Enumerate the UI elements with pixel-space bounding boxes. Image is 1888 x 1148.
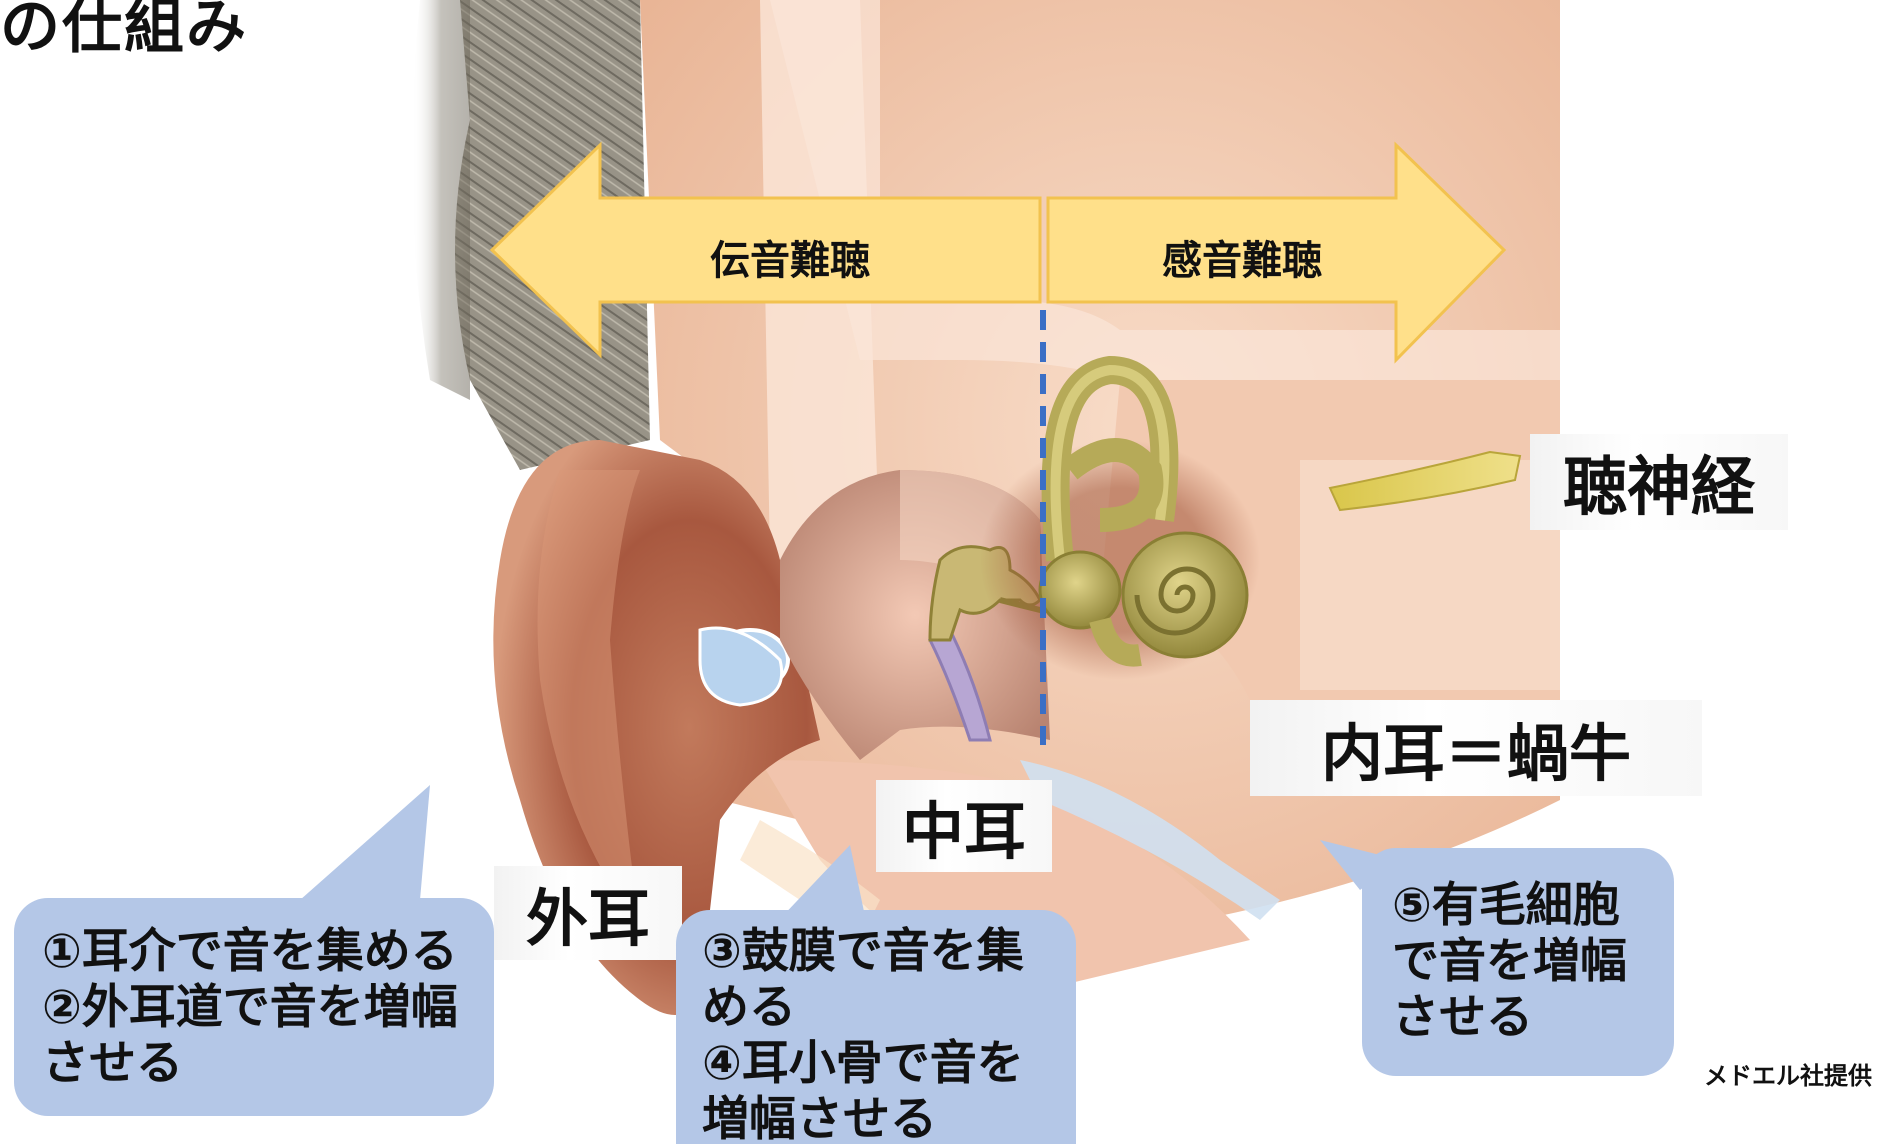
middle-ear-bubble-line: ③鼓膜で音を集 [702, 924, 1050, 980]
outer-ear-bubble-line: させる [42, 1036, 466, 1092]
middle-ear-bubble-line: める [702, 980, 1050, 1036]
outer-bubble-tail [300, 785, 430, 900]
page-title: の仕組み [0, 0, 248, 65]
outer-ear-bubble-line: ②外耳道で音を増幅 [42, 980, 466, 1036]
middle-ear-bubble-line: 増幅させる [702, 1092, 1050, 1148]
inner-ear-bubble-line: ⑤有毛細胞 [1392, 878, 1644, 934]
inner-ear-bubble: ⑤有毛細胞 で音を増幅 させる [1362, 848, 1674, 1076]
middle-ear-label: 中耳 [876, 780, 1052, 872]
credit-text: メドエル社提供 [1704, 1056, 1872, 1091]
inner-ear-label: 内耳＝蝸牛 [1250, 700, 1702, 796]
middle-ear-bubble-line: ④耳小骨で音を [702, 1036, 1050, 1092]
outer-ear-bubble: ①耳介で音を集める ②外耳道で音を増幅 させる [14, 898, 494, 1116]
cochlea [1123, 533, 1247, 657]
middle-ear-bubble: ③鼓膜で音を集 める ④耳小骨で音を 増幅させる [676, 910, 1076, 1144]
outer-ear-bubble-line: ①耳介で音を集める [42, 924, 466, 980]
inner-ear-bubble-line: で音を増幅 [1392, 934, 1644, 990]
auditory-nerve-label: 聴神経 [1530, 434, 1788, 530]
sensorineural-hearing-loss-label: 感音難聴 [1162, 228, 1322, 286]
conductive-hearing-loss-label: 伝音難聴 [710, 228, 870, 286]
outer-ear-label: 外耳 [494, 866, 682, 960]
inner-ear-bubble-line: させる [1392, 990, 1644, 1046]
